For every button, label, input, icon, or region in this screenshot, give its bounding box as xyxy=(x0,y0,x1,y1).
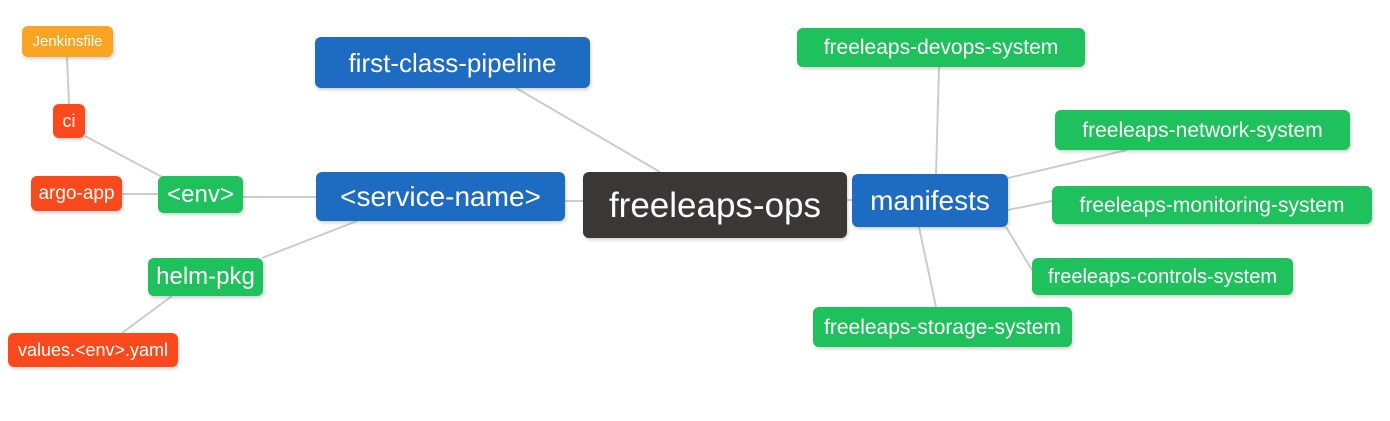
node-service-name[interactable]: <service-name> xyxy=(316,172,565,221)
node-freeleaps-ops[interactable]: freeleaps-ops xyxy=(583,172,847,238)
node-values-env-yaml[interactable]: values.<env>.yaml xyxy=(8,333,178,367)
node-argo-app[interactable]: argo-app xyxy=(31,176,122,211)
node-ci[interactable]: ci xyxy=(53,104,85,138)
node-env[interactable]: <env> xyxy=(158,176,243,213)
node-freeleaps-storage-system[interactable]: freeleaps-storage-system xyxy=(813,307,1072,347)
node-manifests[interactable]: manifests xyxy=(852,174,1008,227)
node-jenkinsfile[interactable]: Jenkinsfile xyxy=(22,26,113,57)
node-first-class-pipeline[interactable]: first-class-pipeline xyxy=(315,37,590,88)
node-freeleaps-monitoring-system[interactable]: freeleaps-monitoring-system xyxy=(1052,186,1372,224)
node-freeleaps-controls-system[interactable]: freeleaps-controls-system xyxy=(1032,258,1293,295)
node-helm-pkg[interactable]: helm-pkg xyxy=(148,258,263,296)
node-freeleaps-devops-system[interactable]: freeleaps-devops-system xyxy=(797,28,1085,67)
node-freeleaps-network-system[interactable]: freeleaps-network-system xyxy=(1055,110,1350,150)
